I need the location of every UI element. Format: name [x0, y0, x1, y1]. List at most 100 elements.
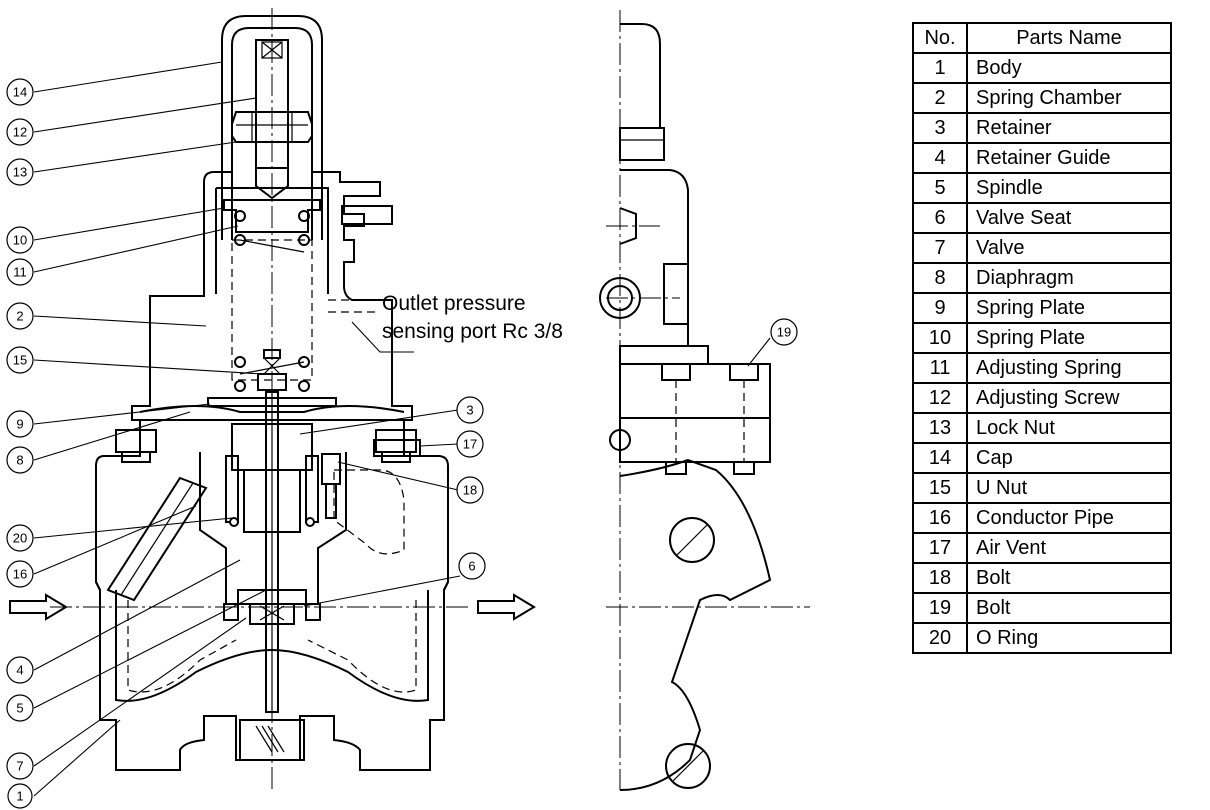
side-view	[599, 10, 810, 791]
part-number: 19	[912, 592, 968, 624]
part-number: 12	[912, 382, 968, 414]
callout-8: 8	[6, 446, 34, 474]
callout-9: 9	[6, 410, 34, 438]
callout-10: 10	[6, 226, 34, 254]
part-number: 6	[912, 202, 968, 234]
callout-1: 1	[7, 783, 33, 809]
callout-13: 13	[6, 158, 34, 186]
svg-text:15: 15	[13, 353, 27, 368]
callout-7: 7	[6, 752, 34, 780]
callout-19: 19	[770, 318, 798, 346]
svg-text:6: 6	[468, 559, 475, 574]
part-number: 5	[912, 172, 968, 204]
part-name: Lock Nut	[966, 412, 1172, 444]
table-header-row: No. Parts Name	[912, 22, 1172, 54]
part-name: Retainer	[966, 112, 1172, 144]
part-number: 15	[912, 472, 968, 504]
annotation-line-1: Outlet pressure	[382, 292, 526, 315]
svg-text:3: 3	[466, 403, 473, 418]
part-name: Adjusting Spring	[966, 352, 1172, 384]
svg-text:7: 7	[16, 759, 23, 774]
part-name: Spring Plate	[966, 292, 1172, 324]
svg-text:20: 20	[13, 531, 27, 546]
part-name: Bolt	[966, 592, 1172, 624]
callout-group: 14 12 13 10 11 2 15 9 8 20 16 4 5 7 1 3 …	[6, 61, 798, 809]
svg-text:17: 17	[463, 437, 477, 452]
callout-11: 11	[6, 258, 34, 286]
callout-3: 3	[456, 396, 484, 424]
valve-cross-section-drawing: Outlet pressure sensing port Rc 3/8	[6, 8, 810, 809]
part-name: Diaphragm	[966, 262, 1172, 294]
part-name: Retainer Guide	[966, 142, 1172, 174]
annotation-line-2: sensing port Rc 3/8	[382, 320, 563, 343]
svg-text:10: 10	[13, 233, 27, 248]
part-number: 17	[912, 532, 968, 564]
svg-text:11: 11	[13, 265, 27, 280]
svg-text:16: 16	[13, 567, 27, 582]
part-name: Body	[966, 52, 1172, 84]
part-number: 13	[912, 412, 968, 444]
svg-text:12: 12	[13, 125, 27, 140]
header-no: No.	[912, 22, 968, 54]
part-number: 2	[912, 82, 968, 114]
part-name: Bolt	[966, 562, 1172, 594]
callout-6: 6	[458, 552, 486, 580]
svg-text:14: 14	[13, 85, 27, 100]
spring-chamber-outline	[131, 150, 413, 421]
callout-12: 12	[6, 118, 34, 146]
part-number: 11	[912, 352, 968, 384]
part-name: O Ring	[966, 622, 1172, 654]
callout-5: 5	[6, 694, 34, 722]
part-name: Valve	[966, 232, 1172, 264]
callout-15: 15	[6, 346, 34, 374]
part-number: 8	[912, 262, 968, 294]
header-parts-name: Parts Name	[966, 22, 1172, 54]
part-name: Adjusting Screw	[966, 382, 1172, 414]
svg-text:19: 19	[777, 325, 791, 340]
part-name: U Nut	[966, 472, 1172, 504]
part-name: Valve Seat	[966, 202, 1172, 234]
part-name: Conductor Pipe	[966, 502, 1172, 534]
part-number: 1	[912, 52, 968, 84]
part-name: Cap	[966, 442, 1172, 474]
callout-2: 2	[6, 302, 34, 330]
part-number: 18	[912, 562, 968, 594]
svg-text:18: 18	[463, 483, 477, 498]
svg-text:8: 8	[16, 453, 23, 468]
part-number: 16	[912, 502, 968, 534]
svg-text:1: 1	[16, 789, 23, 804]
part-number: 3	[912, 112, 968, 144]
svg-text:13: 13	[13, 165, 27, 180]
front-section-view: Outlet pressure sensing port Rc 3/8	[9, 8, 563, 790]
callout-16: 16	[6, 560, 34, 588]
part-number: 14	[912, 442, 968, 474]
conductor-pipe	[106, 476, 208, 602]
svg-text:5: 5	[16, 701, 23, 716]
svg-text:2: 2	[16, 309, 23, 324]
callout-4: 4	[6, 656, 34, 684]
svg-text:4: 4	[16, 663, 23, 678]
part-number: 20	[912, 622, 968, 654]
callout-14: 14	[6, 78, 34, 106]
part-number: 7	[912, 232, 968, 264]
part-name: Spring Plate	[966, 322, 1172, 354]
svg-text:9: 9	[16, 417, 23, 432]
part-name: Spring Chamber	[966, 82, 1172, 114]
